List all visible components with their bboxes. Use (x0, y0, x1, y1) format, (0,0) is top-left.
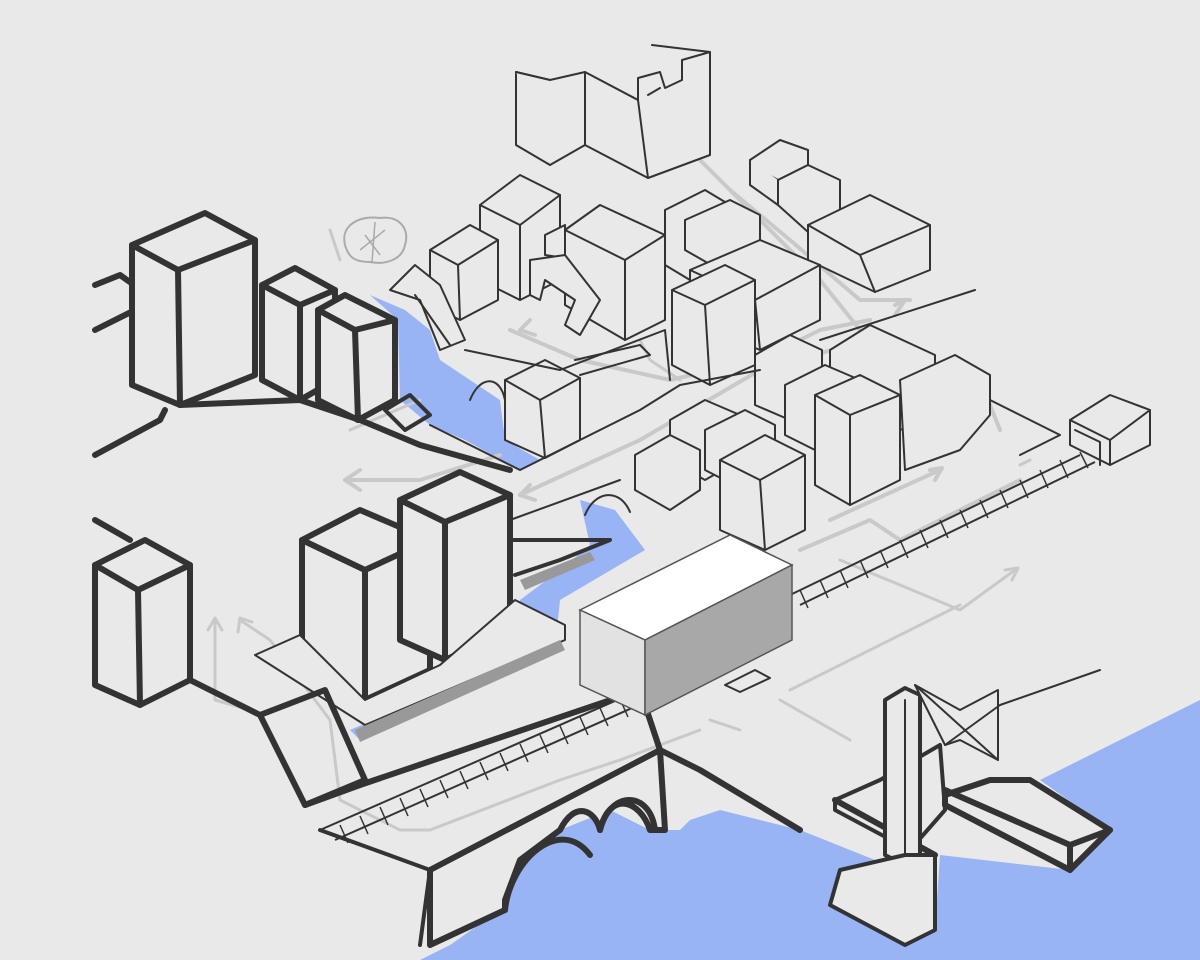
arrow-path (778, 698, 852, 742)
highlighted-block (578, 534, 794, 717)
arrow-path (828, 468, 942, 522)
tree-scribble (343, 216, 408, 264)
tower-edge (129, 237, 258, 408)
street-edge (574, 344, 651, 376)
building-edge (504, 377, 581, 459)
arch-structure (529, 254, 601, 336)
rail (319, 689, 651, 841)
street-edge (429, 369, 761, 471)
arrow-head (893, 298, 907, 317)
street-edge (509, 479, 621, 521)
stairs (389, 264, 466, 351)
arrow-path (328, 228, 342, 262)
railway-track (319, 451, 1096, 844)
block-right (644, 563, 793, 717)
stairs-edge (414, 294, 451, 346)
arrow-path (708, 718, 742, 732)
building-edge (671, 279, 756, 386)
arrow-head (343, 468, 362, 492)
castle (584, 51, 711, 179)
pier-base (828, 853, 937, 947)
building (671, 264, 756, 386)
rail-ties (339, 451, 1089, 844)
ground-edge (92, 517, 133, 543)
building (814, 374, 901, 506)
arrow-path (343, 453, 502, 482)
tower (129, 210, 258, 408)
arrow-path (348, 398, 422, 432)
road-edge (819, 289, 976, 341)
bridge-deck-edge (302, 687, 803, 833)
arrow-path (788, 603, 962, 692)
arch (502, 797, 658, 913)
building-edge (479, 194, 561, 301)
tunnel-portal (1069, 394, 1151, 466)
building-edge (429, 239, 499, 321)
jetty-edge (942, 787, 1113, 873)
building-edge (814, 394, 901, 506)
building-edge (315, 307, 398, 423)
arrow-path (238, 618, 432, 832)
arrow-head (928, 466, 944, 482)
building-edge (564, 229, 666, 341)
arch (584, 494, 631, 516)
building (504, 359, 581, 459)
arrow-head (206, 616, 224, 632)
tower-edge (397, 492, 513, 663)
building-edge (92, 562, 193, 708)
sea-water (420, 700, 1200, 960)
arch (469, 380, 506, 401)
building (634, 434, 701, 511)
rail (789, 454, 1096, 606)
water-bodies (350, 295, 1200, 960)
street-edge (464, 329, 671, 381)
road-edge (989, 399, 1061, 456)
building-edge (719, 454, 806, 551)
arrow-path (838, 558, 1017, 612)
arrow-head (236, 616, 254, 634)
arrow-path (1018, 458, 1032, 467)
small-car (724, 669, 771, 693)
dock-edge (508, 538, 612, 577)
bridge-structure (302, 669, 1113, 948)
back-buildings (389, 44, 1151, 551)
river-water (370, 295, 540, 470)
building-edge (259, 282, 338, 403)
arrow-head (518, 483, 537, 502)
quay-shadow (355, 640, 565, 742)
tunnel-edge (1069, 409, 1151, 466)
ramp (187, 677, 368, 808)
crane-lines (914, 669, 1101, 761)
chimney (883, 686, 922, 867)
dock-shadow (520, 552, 595, 590)
ground-edge (177, 397, 513, 473)
building (899, 354, 991, 471)
canal-water (350, 500, 645, 740)
arrow-head (1003, 566, 1020, 582)
building-edge (807, 224, 931, 293)
arrow-head (518, 318, 537, 337)
castle-detail (637, 44, 711, 179)
front-buildings (92, 210, 612, 947)
small-stair (383, 393, 432, 432)
building (719, 434, 806, 551)
